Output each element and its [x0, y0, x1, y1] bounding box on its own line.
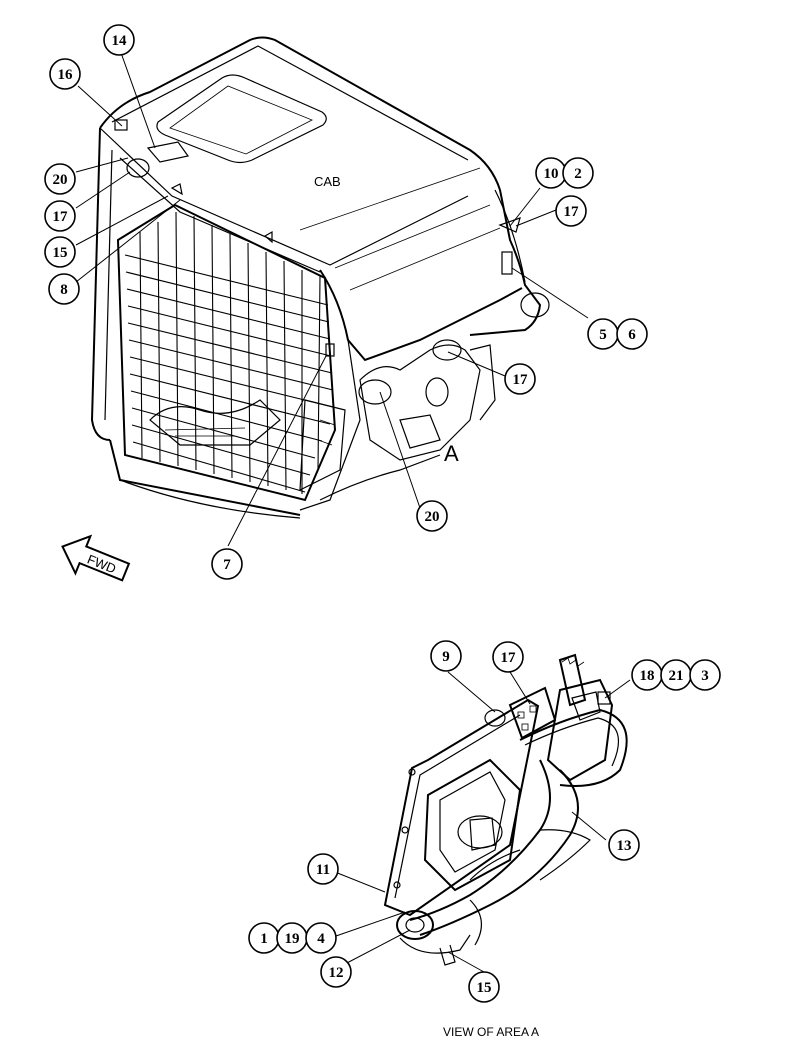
svg-text:17: 17: [513, 372, 529, 388]
callout-17: 17: [492, 641, 524, 673]
svg-text:21: 21: [669, 668, 684, 684]
svg-text:20: 20: [425, 509, 440, 525]
callout-15: 15: [468, 971, 500, 1003]
svg-text:13: 13: [617, 838, 632, 854]
callout-11: 11: [307, 853, 339, 885]
cab-label: CAB: [314, 174, 341, 189]
svg-text:15: 15: [477, 980, 492, 996]
callout-17: 17: [44, 200, 76, 232]
svg-text:3: 3: [701, 668, 709, 684]
callout-21: 21: [660, 659, 692, 691]
svg-text:19: 19: [285, 931, 300, 947]
callouts: 14 16 20 17 15 8 10 2 17 5 6 17 20 7 9 1…: [44, 24, 721, 1003]
callout-4: 4: [305, 922, 337, 954]
callout-18: 18: [631, 659, 663, 691]
svg-text:15: 15: [53, 245, 68, 261]
fwd-arrow: FWD: [61, 534, 131, 582]
callout-12: 12: [320, 956, 352, 988]
cab-illustration: [90, 36, 550, 519]
callout-5: 5: [587, 318, 619, 350]
svg-text:20: 20: [53, 172, 68, 188]
svg-text:5: 5: [599, 327, 607, 343]
svg-text:7: 7: [223, 557, 231, 573]
callout-15: 15: [44, 236, 76, 268]
view-caption: VIEW OF AREA A: [443, 1025, 539, 1039]
callout-20: 20: [44, 163, 76, 195]
svg-text:2: 2: [574, 166, 582, 182]
svg-text:10: 10: [544, 166, 559, 182]
svg-text:8: 8: [60, 282, 68, 298]
svg-text:14: 14: [112, 33, 128, 49]
callout-7: 7: [211, 548, 243, 580]
callout-8: 8: [48, 273, 80, 305]
callout-19: 19: [276, 922, 308, 954]
callout-2: 2: [562, 157, 594, 189]
callout-3: 3: [689, 659, 721, 691]
area-a-illustration: [383, 653, 628, 966]
svg-text:9: 9: [442, 649, 450, 665]
svg-text:4: 4: [317, 931, 325, 947]
callout-10: 10: [535, 157, 567, 189]
callout-9: 9: [430, 640, 462, 672]
svg-text:17: 17: [53, 209, 69, 225]
svg-text:12: 12: [329, 965, 344, 981]
area-a-marker: A: [444, 441, 459, 466]
callout-17: 17: [555, 195, 587, 227]
callout-17: 17: [504, 363, 536, 395]
callout-20: 20: [416, 500, 448, 532]
svg-text:16: 16: [58, 67, 74, 83]
svg-text:18: 18: [640, 668, 655, 684]
svg-text:17: 17: [501, 650, 517, 666]
callout-13: 13: [608, 829, 640, 861]
callout-14: 14: [103, 24, 135, 56]
svg-text:17: 17: [564, 204, 580, 220]
callout-16: 16: [49, 58, 81, 90]
mesh-screen: [124, 211, 334, 494]
svg-text:11: 11: [316, 862, 330, 878]
leader-lines: [75, 49, 631, 973]
svg-text:1: 1: [260, 931, 268, 947]
svg-text:6: 6: [628, 327, 636, 343]
callout-1: 1: [248, 922, 280, 954]
callout-6: 6: [616, 318, 648, 350]
